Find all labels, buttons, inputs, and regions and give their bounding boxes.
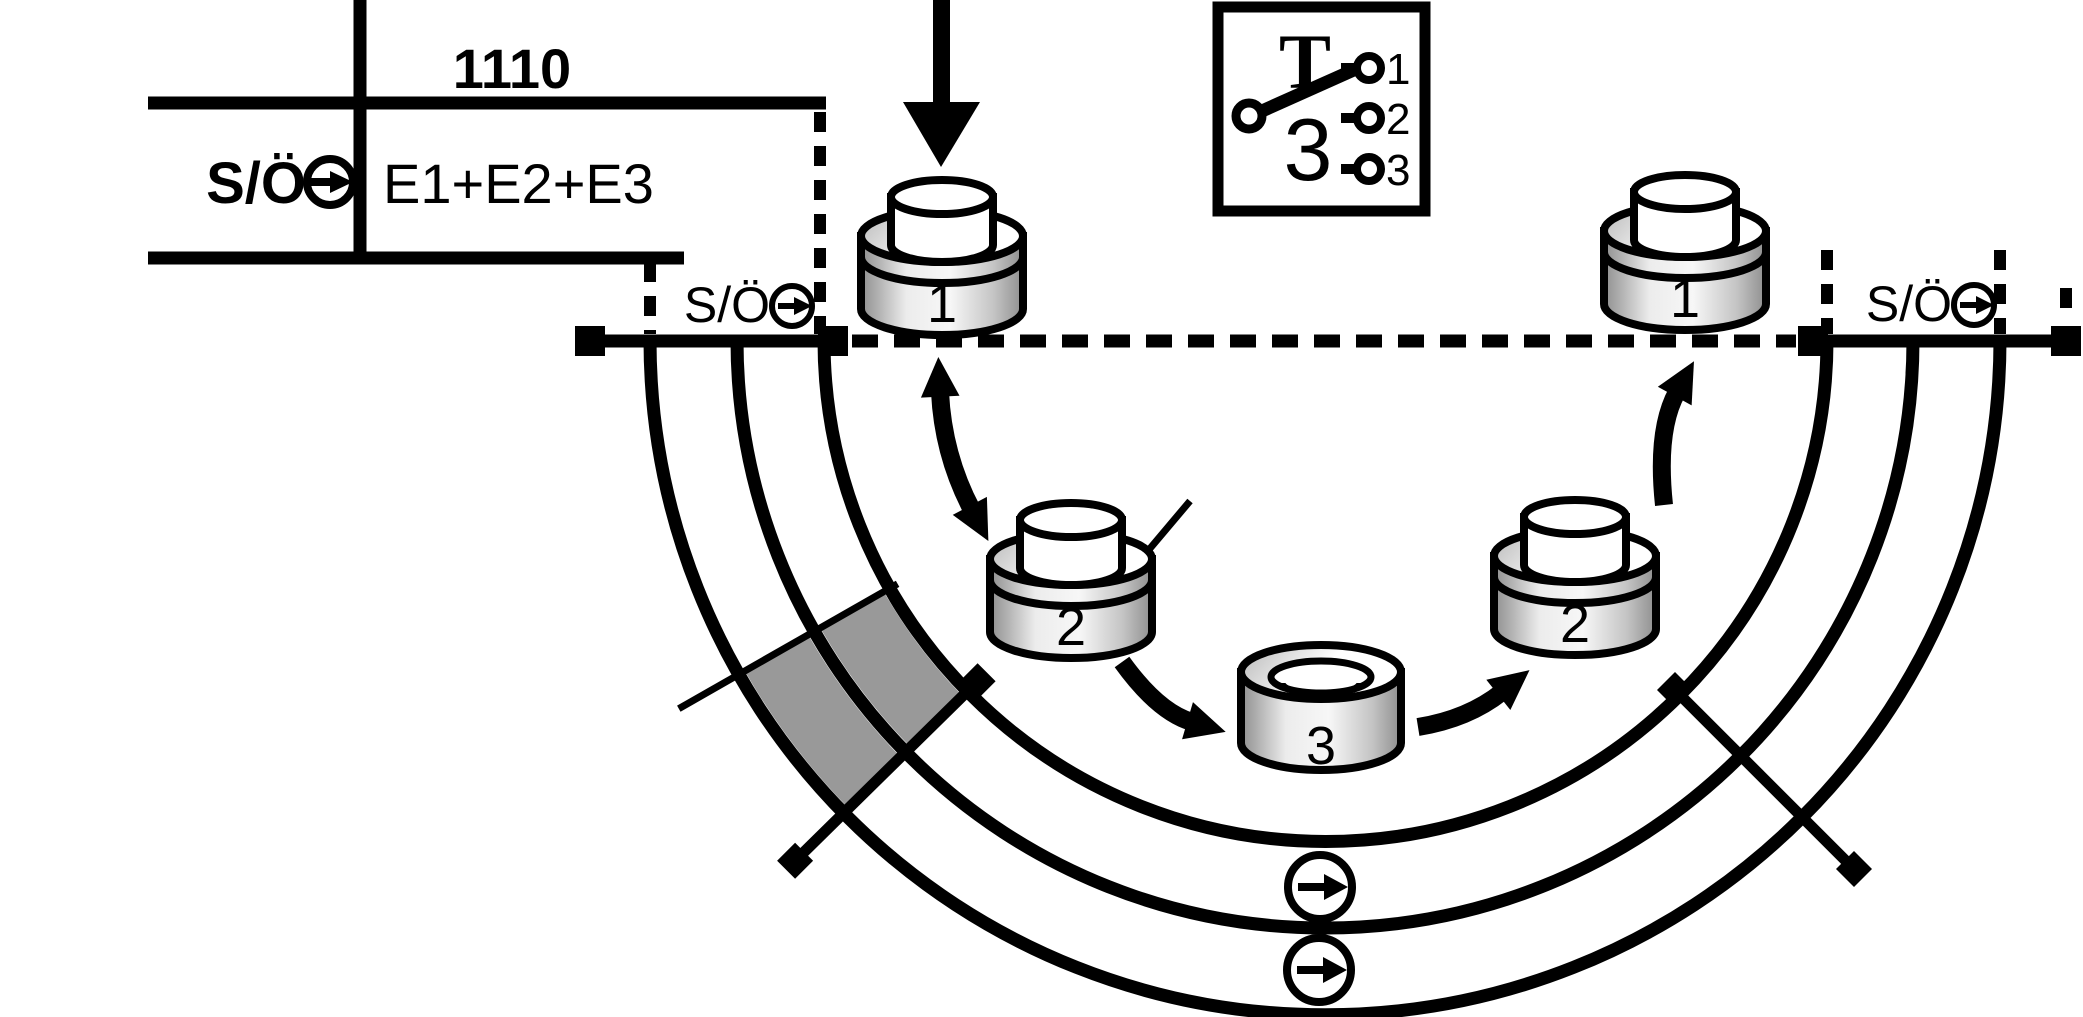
table-code: 1110 [453,37,571,100]
rotation-arcs [643,339,2007,1017]
button-number: 2 [1560,594,1590,654]
button-number: 1 [1670,269,1700,329]
diamond-end [959,663,996,700]
track-label-left: S/Ö [684,277,815,333]
move-arrow-1-2 [920,356,989,542]
circled-right-arrow-icon [1951,282,1997,328]
track-label-left-text: S/Ö [684,277,770,333]
rotation-arc-inner [817,339,1834,848]
gray-sector-inner [820,591,963,748]
button-number: 2 [1056,597,1086,657]
arrowhead [903,102,980,167]
diamond-end [777,842,814,879]
button-number: 1 [927,274,957,334]
circled-right-arrow-icon [1284,851,1356,923]
limit-marker-right [1657,672,1872,887]
move-arrow-3-2 [1416,670,1530,736]
move-arrow-2-3 [1114,656,1226,740]
selector-contact-1 [1353,52,1385,84]
circled-right-arrow-icon [769,283,815,329]
selector-contact-3 [1353,153,1385,185]
push-button-2-right: 2 [1490,496,1660,659]
track-label-right: S/Ö [1866,276,1997,332]
gray-sector-outer [744,634,901,809]
gray-sector-segment [744,591,963,809]
track-label-right-text: S/Ö [1866,276,1952,332]
selector-switch-box: T 1 2 3 3 [1212,1,1431,217]
diamond-end [1657,672,1693,708]
datum-end-square [2051,326,2081,356]
dash-mark [2060,288,2072,308]
push-button-2-left: 2 [986,499,1156,662]
diamond-end [1836,851,1872,887]
selector-common-contact [1231,98,1267,134]
selector-contact-1-label: 1 [1386,45,1410,94]
selector-wiper [1250,63,1359,121]
button-number: 3 [1306,716,1336,776]
selector-contact-2 [1353,102,1385,134]
rotation-arc-middle [730,339,1920,935]
circled-right-arrow-icon [303,155,357,209]
limit-marker-left [777,663,996,879]
push-button-3-center: 3 [1237,641,1405,776]
table-row-value: E1+E2+E3 [383,152,654,215]
push-button-1-right: 1 [1600,171,1770,334]
datum-end-square [575,326,605,356]
selector-position-count: 3 [1284,100,1333,199]
circled-right-arrow-icon [1283,934,1355,1006]
radial-tick-thin-left [677,580,900,712]
selector-contact-2-label: 2 [1386,95,1410,144]
move-arrow-2-1 [1652,361,1694,506]
radial-tick-button2 [1144,498,1193,555]
rotation-arc-outer [643,339,2007,1017]
selector-contact-3-label: 3 [1386,146,1410,195]
press-arrow [903,0,980,167]
push-button-1-left: 1 [857,176,1027,339]
table-row-label: S/Ö [206,151,306,216]
datum-line [575,112,2081,356]
header-table: 1110 S/Ö E1+E2+E3 [148,0,826,265]
